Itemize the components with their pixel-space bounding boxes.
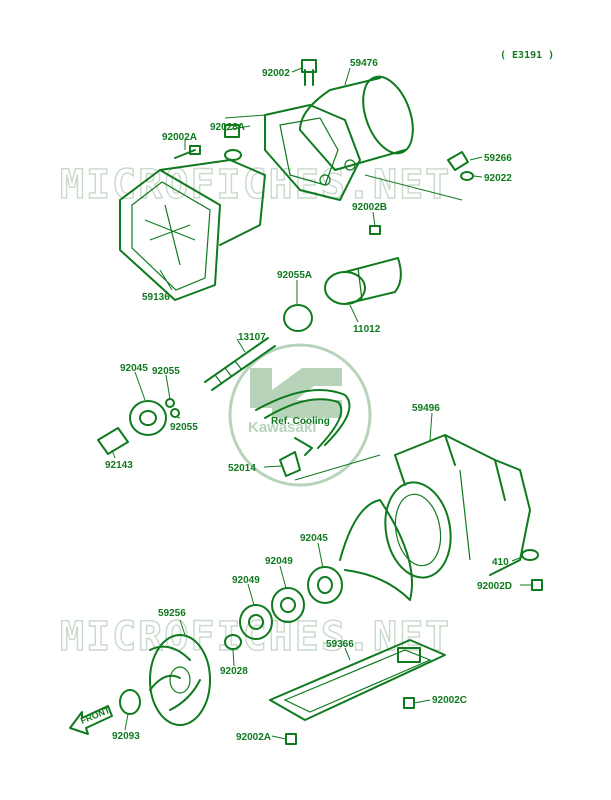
label-13107: 13107 xyxy=(238,332,266,343)
fitting-59266 xyxy=(447,151,469,171)
collar-92028 xyxy=(224,634,242,650)
label-92002a-bottom: 92002A xyxy=(236,732,271,743)
logo-ring-icon xyxy=(228,343,372,487)
bearing-92045-upper xyxy=(129,400,167,436)
label-410: 410 xyxy=(492,557,509,568)
ref-cooling-label: Ref. Cooling xyxy=(271,416,330,427)
bolt-92002a-top xyxy=(174,149,196,159)
label-92002: 92002 xyxy=(262,68,290,79)
label-92002d: 92002D xyxy=(477,581,512,592)
washer-410 xyxy=(521,549,539,561)
label-92028a: 92028A xyxy=(210,122,245,133)
front-arrow: FRONT xyxy=(69,705,113,735)
fitting-52014 xyxy=(279,451,301,477)
cone-11012 xyxy=(324,257,402,305)
label-92045-lower: 92045 xyxy=(300,533,328,544)
label-59266: 59266 xyxy=(484,153,512,164)
label-92045-upper: 92045 xyxy=(120,363,148,374)
collar-92143 xyxy=(97,427,129,455)
label-59366: 59366 xyxy=(326,639,354,650)
label-92055a: 92055A xyxy=(277,270,312,281)
cooling-hose xyxy=(255,389,351,446)
bolt-92002b xyxy=(369,225,381,235)
label-92055-lower: 92055 xyxy=(170,422,198,433)
bearing-92049-b xyxy=(239,604,273,640)
label-92049-a: 92049 xyxy=(265,556,293,567)
cooling-hose-inner xyxy=(264,398,343,449)
circlip-92055-a xyxy=(165,398,175,408)
label-92143: 92143 xyxy=(105,460,133,471)
part-labels: 92002 59476 92028A 92002A 59266 92022 92… xyxy=(105,58,512,743)
label-92049-b: 92049 xyxy=(232,575,260,586)
o-ring-92055a xyxy=(283,304,313,332)
label-92002a-top: 92002A xyxy=(162,132,197,143)
hose-fitting xyxy=(294,437,313,456)
label-59496: 59496 xyxy=(412,403,440,414)
plate-59366 xyxy=(269,639,446,721)
label-59256: 59256 xyxy=(158,608,186,619)
label-92002b: 92002B xyxy=(352,202,387,213)
bolt-head-icon xyxy=(189,145,201,155)
circlip-92055-b xyxy=(170,408,180,418)
watermark-top: MICROFICHES.NET xyxy=(60,162,451,208)
drive-shaft-13107 xyxy=(204,337,276,391)
label-92002c: 92002C xyxy=(432,695,467,706)
pump-housing-59496 xyxy=(339,434,531,601)
bolt-92002d xyxy=(531,579,543,591)
label-52014: 52014 xyxy=(228,463,256,474)
label-92022: 92022 xyxy=(484,173,512,184)
watermark-bottom: MICROFICHES.NET xyxy=(60,614,451,660)
diagram-code: ( E3191 ) xyxy=(500,50,554,61)
label-92093: 92093 xyxy=(112,731,140,742)
label-11012: 11012 xyxy=(353,324,381,335)
bearing-92045-lower xyxy=(307,566,343,604)
logo-text: Kawasaki xyxy=(248,419,316,436)
bearing-92049-a xyxy=(271,587,305,623)
cap-92093 xyxy=(119,689,141,715)
pump-cover-59476 xyxy=(264,59,414,201)
washer-92022 xyxy=(460,171,474,181)
label-92028: 92028 xyxy=(220,666,248,677)
bolt-92002a-bottom xyxy=(285,733,297,745)
label-59136: 59136 xyxy=(142,292,170,303)
impeller-59256 xyxy=(149,634,211,726)
label-59476: 59476 xyxy=(350,58,378,69)
pump-casing-59136 xyxy=(119,124,266,301)
label-92055-upper: 92055 xyxy=(152,366,180,377)
leader-lines xyxy=(111,67,532,740)
bolt-92002c xyxy=(403,697,415,709)
